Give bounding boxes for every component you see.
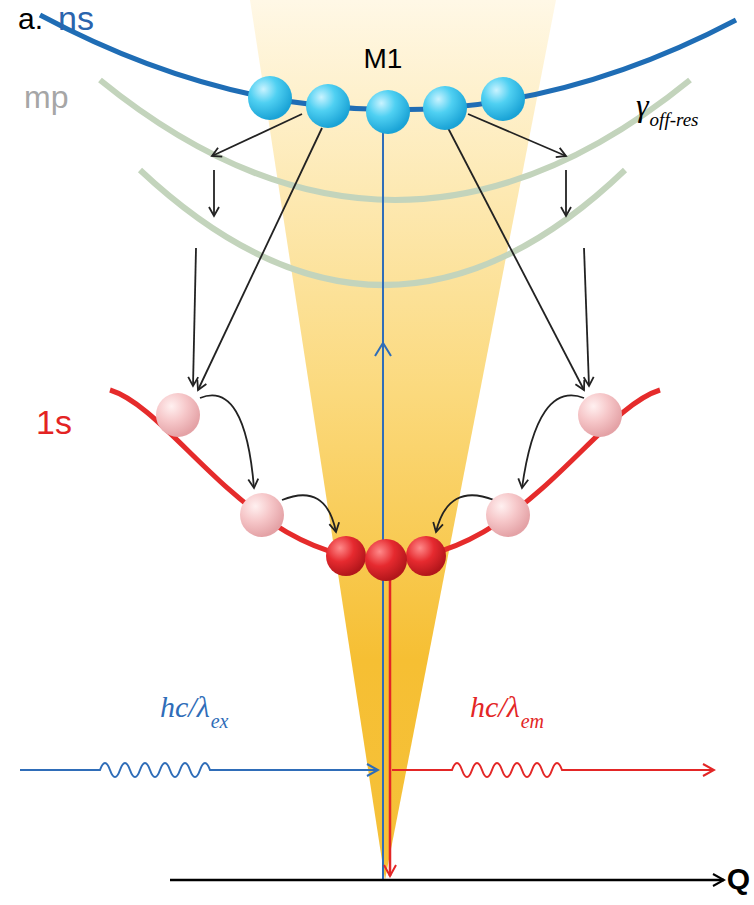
region-label: M1 (364, 44, 403, 75)
ns-excitons (248, 76, 525, 134)
1s-dispersion (110, 390, 660, 560)
rate-symbol: γ (636, 88, 649, 123)
emission-line (389, 566, 392, 876)
1s-excitons (156, 393, 622, 581)
photon-subscript: em (521, 710, 544, 732)
excitation-photon (20, 763, 378, 777)
photon-energy: hc/λ (470, 690, 520, 723)
emission-photon (392, 763, 714, 777)
band-label: mp (24, 80, 68, 115)
excitation-line (382, 113, 384, 880)
excitation-arrowhead (375, 343, 391, 356)
band-label: ns (58, 0, 94, 37)
mp-dispersion (100, 80, 690, 200)
photon-subscript: ex (211, 710, 229, 732)
band-label: 1s (36, 404, 72, 441)
panel-letter: a. (18, 2, 43, 35)
axis-label: Q (727, 862, 750, 895)
momentum-axis (170, 879, 724, 882)
relaxation-arrows (193, 114, 589, 532)
photon-energy: hc/λ (160, 690, 210, 723)
rate-subscript: off-res (650, 110, 699, 131)
